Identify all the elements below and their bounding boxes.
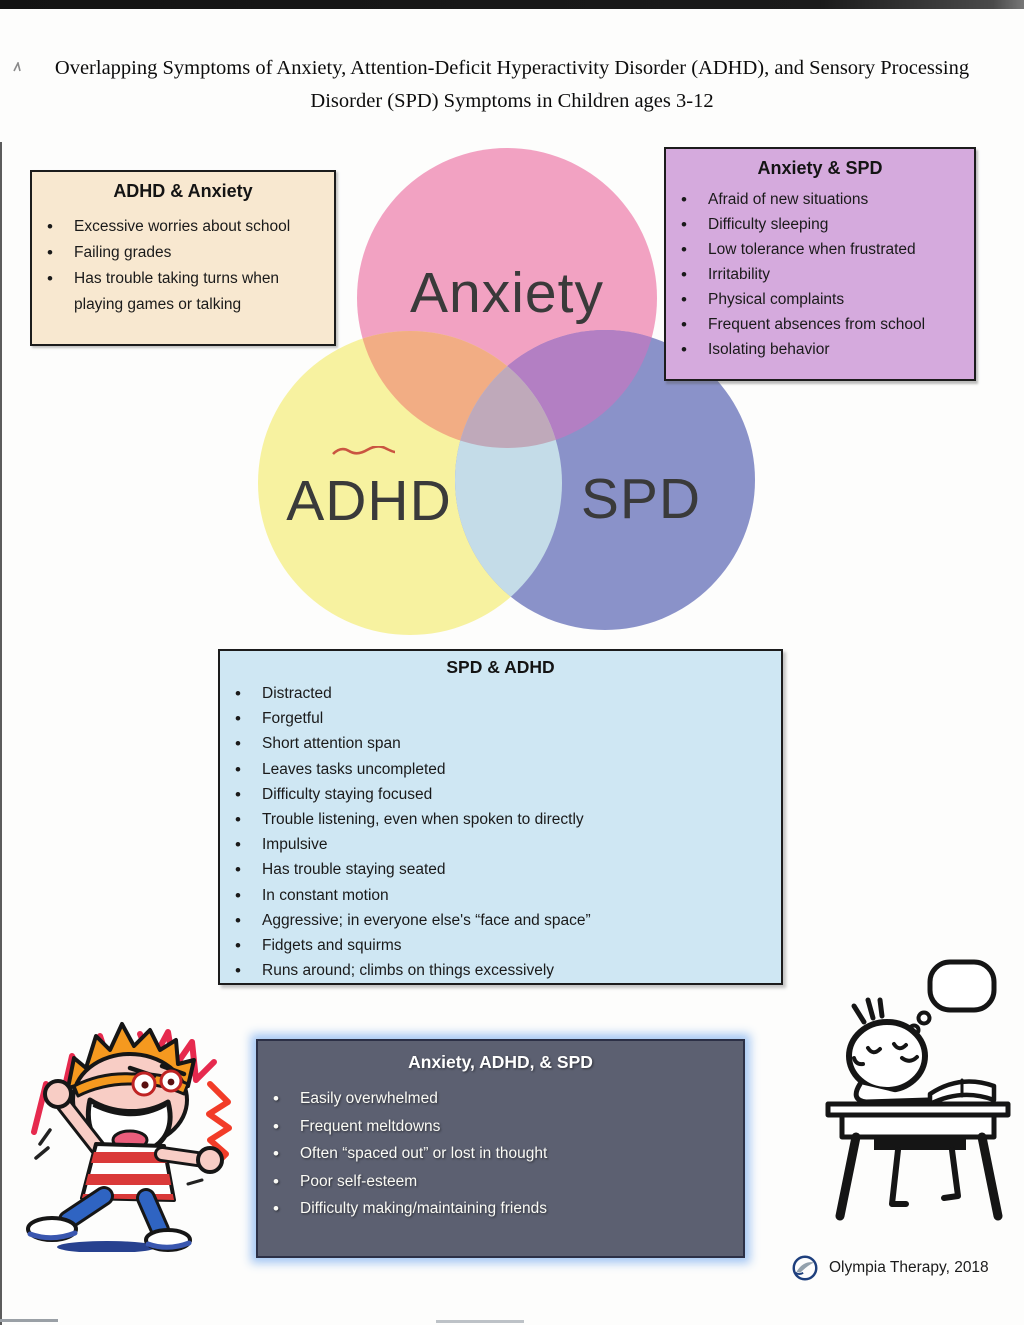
bullet-item: Aggressive; in everyone else's “face and…	[220, 908, 781, 933]
desk-front	[839, 1112, 997, 1140]
olympia-therapy-logo-icon	[792, 1255, 818, 1281]
bullet-item: Impulsive	[220, 832, 781, 857]
bullet-item: Has trouble staying seated	[220, 857, 781, 882]
cheek-line	[852, 1056, 865, 1067]
closed-eye-right	[892, 1042, 908, 1051]
bullet-item: Excessive worries about school	[32, 214, 334, 240]
bullet-item: Distracted	[220, 681, 781, 706]
scan-artifact-left-line	[0, 142, 2, 1325]
desk-leg-left	[835, 1132, 861, 1221]
left-pupil	[141, 1081, 149, 1089]
bullet-item: Physical complaints	[666, 287, 974, 312]
tantrum-child-illustration	[26, 1022, 232, 1252]
bullet-item: Failing grades	[32, 240, 334, 266]
bullet-item: Poor self-esteem	[258, 1168, 743, 1196]
left-shoe-sole	[27, 1230, 78, 1241]
bullet-item: Leaves tasks uncompleted	[220, 757, 781, 782]
head	[846, 1019, 928, 1093]
motion-line-right	[186, 1178, 204, 1186]
footer-credit: Olympia Therapy, 2018	[790, 1253, 989, 1283]
bullet-item: Frequent meltdowns	[258, 1113, 743, 1141]
right-shoe-sole	[145, 1240, 192, 1250]
bubble-dot-1	[916, 1010, 932, 1026]
triple-overlap	[455, 331, 562, 448]
smile	[900, 1055, 919, 1063]
right-leg	[139, 1191, 167, 1237]
anxiety-spd-box-title: Anxiety & SPD	[757, 158, 883, 178]
bullet-item: Low tolerance when frustrated	[666, 237, 974, 262]
bullet-item: Isolating behavior	[666, 337, 974, 362]
footer-credit-text: Olympia Therapy, 2018	[829, 1259, 989, 1276]
scan-artifact-bottom-center	[436, 1320, 524, 1323]
desk-leg-right	[977, 1132, 1003, 1221]
motion-lines	[34, 1128, 52, 1160]
bullet-item: Often “spaced out” or lost in thought	[258, 1140, 743, 1168]
scan-artifact-top-bar	[0, 0, 1024, 9]
adhd-anxiety-box-title: ADHD & Anxiety	[113, 181, 253, 201]
spd-adhd-box: SPD & ADHD DistractedForgetfulShort atte…	[218, 649, 783, 985]
right-fist	[196, 1146, 224, 1174]
spd-label: SPD	[581, 467, 701, 531]
bullet-item: Difficulty making/maintaining friends	[258, 1195, 743, 1223]
venn-diagram: Anxiety ADHD SPD	[258, 148, 755, 635]
adhd-label: ADHD	[286, 469, 452, 533]
anger-zigzag-right	[206, 1081, 232, 1171]
spd-adhd-box-title: SPD & ADHD	[446, 657, 555, 677]
teeth-line	[92, 1104, 167, 1117]
adhd-anxiety-box: ADHD & Anxiety Excessive worries about s…	[30, 170, 336, 346]
adhd-anxiety-list: Excessive worries about schoolFailing gr…	[32, 214, 334, 318]
spd-adhd-list: DistractedForgetfulShort attention spanL…	[220, 681, 781, 984]
chair-seat	[874, 1137, 966, 1150]
anxiety-label: Anxiety	[410, 261, 604, 325]
left-leg	[61, 1189, 111, 1227]
bullet-item: Fidgets and squirms	[220, 933, 781, 958]
bullet-item: Difficulty staying focused	[220, 782, 781, 807]
bullet-item: Afraid of new situations	[666, 187, 974, 212]
bullet-item: Forgetful	[220, 706, 781, 731]
page-title: Overlapping Symptoms of Anxiety, Attenti…	[0, 52, 1024, 118]
hair-strands	[851, 997, 885, 1025]
left-fist	[43, 1079, 73, 1109]
chair-leg-right	[941, 1147, 961, 1201]
anxiety-spd-list: Afraid of new situationsDifficulty sleep…	[666, 187, 974, 362]
hair-fringe	[72, 1072, 190, 1098]
chair-leg-left	[889, 1147, 909, 1207]
pencil-mark-artifact	[13, 62, 21, 72]
ground-shadow	[57, 1241, 157, 1252]
scan-artifact-bottom-left	[0, 1319, 58, 1322]
bullet-item: Has trouble taking turns when playing ga…	[32, 266, 334, 318]
all-three-list: Easily overwhelmedFrequent meltdownsOfte…	[258, 1085, 743, 1223]
bullet-item: Irritability	[666, 262, 974, 287]
all-three-box: Anxiety, ADHD, & SPD Easily overwhelmedF…	[256, 1039, 745, 1258]
bullet-item: Short attention span	[220, 731, 781, 756]
bullet-item: In constant motion	[220, 883, 781, 908]
bullet-item: Trouble listening, even when spoken to d…	[220, 807, 781, 832]
bullet-item: Runs around; climbs on things excessivel…	[220, 958, 781, 983]
thought-bubble	[927, 959, 997, 1013]
page-title-line2: Disorder (SPD) Symptoms in Children ages…	[310, 89, 714, 112]
daydreaming-child-illustration	[825, 959, 1011, 1221]
red-scribble-artifact	[332, 446, 396, 455]
anxiety-spd-box: Anxiety & SPD Afraid of new situationsDi…	[664, 147, 976, 381]
page-title-line1: Overlapping Symptoms of Anxiety, Attenti…	[54, 57, 970, 79]
bullet-item: Difficulty sleeping	[666, 212, 974, 237]
all-three-box-title: Anxiety, ADHD, & SPD	[408, 1052, 593, 1072]
bullet-item: Frequent absences from school	[666, 312, 974, 337]
bullet-item: Easily overwhelmed	[258, 1085, 743, 1113]
shirt-stripes	[82, 1152, 174, 1200]
right-pupil	[167, 1078, 175, 1086]
closed-eye-left	[866, 1046, 882, 1055]
